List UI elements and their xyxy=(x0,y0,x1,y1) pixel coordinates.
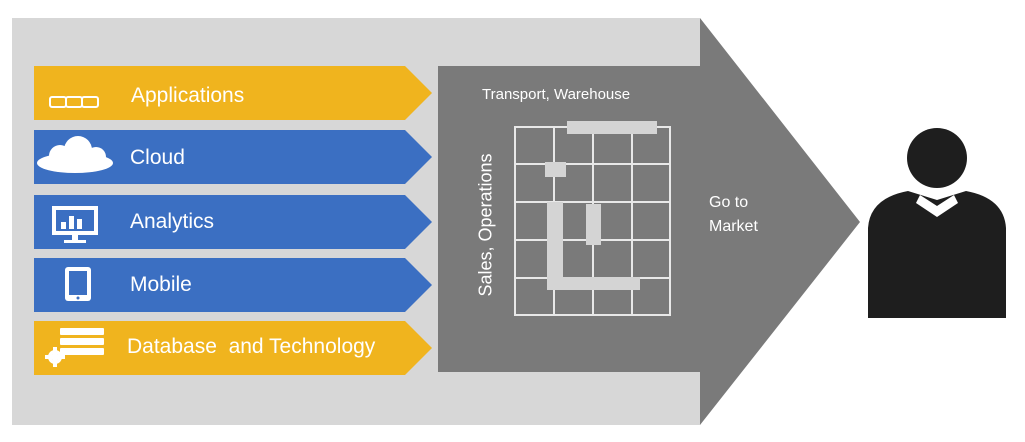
layer-label-analytics: Analytics xyxy=(130,210,215,233)
database-gear-icon xyxy=(45,328,104,367)
chain-icon xyxy=(49,96,99,108)
grid-marks xyxy=(545,121,657,290)
go-to-market-line1: Go to xyxy=(709,194,749,211)
go-to-market-label: Go to Market xyxy=(709,191,758,239)
cloud-icon xyxy=(37,136,113,173)
layer-label-database: Database and Technology xyxy=(127,335,376,358)
arrow-side-label: Sales, Operations xyxy=(475,153,496,297)
go-to-market-line2: Market xyxy=(709,218,758,235)
grid-mark xyxy=(547,202,563,286)
person-icon xyxy=(868,128,1006,318)
layer-label-mobile: Mobile xyxy=(130,273,192,296)
layer-band-applications xyxy=(34,66,432,120)
tablet-icon xyxy=(65,267,91,301)
layer-band-mobile xyxy=(34,258,432,312)
arrow-top-label: Transport, Warehouse xyxy=(482,86,631,103)
grid-mark xyxy=(545,162,566,177)
layer-label-applications: Applications xyxy=(131,84,245,107)
grid-mark xyxy=(547,277,640,290)
grid-mark xyxy=(567,121,657,134)
monitor-chart-icon xyxy=(52,206,98,243)
layer-band-database xyxy=(34,321,432,375)
grid-mark xyxy=(586,204,601,245)
main-arrow xyxy=(438,18,860,425)
layer-label-cloud: Cloud xyxy=(130,146,185,169)
layer-band-analytics xyxy=(34,195,432,249)
layer-band-cloud xyxy=(34,130,432,184)
